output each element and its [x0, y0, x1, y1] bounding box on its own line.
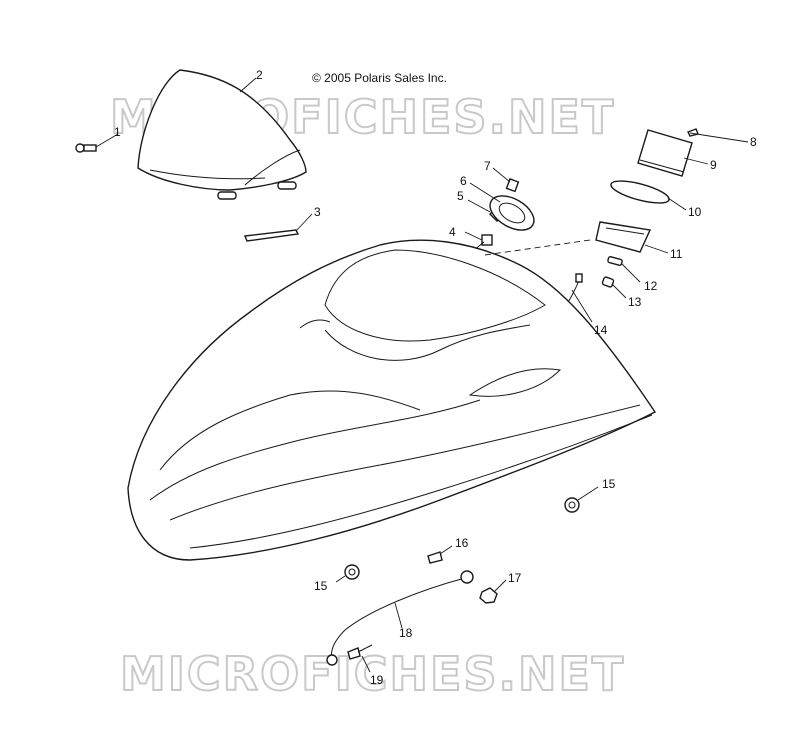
callout-3: 3 — [314, 205, 321, 219]
callout-10: 10 — [688, 205, 702, 219]
callout-4: 4 — [449, 225, 456, 239]
callout-8: 8 — [750, 135, 757, 149]
callout-2: 2 — [256, 68, 263, 82]
retainer-strip — [244, 229, 300, 242]
gauge-cover — [637, 129, 693, 177]
gauge-bezel — [595, 221, 652, 253]
leader-lines — [95, 77, 749, 673]
headlight-housing — [489, 195, 535, 231]
callout-13: 13 — [628, 295, 642, 309]
screw — [75, 143, 97, 153]
callout-7: 7 — [484, 159, 491, 173]
callout-14: 14 — [594, 323, 608, 337]
callout-12: 12 — [644, 279, 658, 293]
nut — [479, 587, 498, 604]
callout-19: 19 — [370, 673, 384, 687]
callout-11: 11 — [670, 247, 683, 261]
connector-13 — [601, 276, 615, 288]
tether-cable — [326, 570, 474, 666]
callout-6: 6 — [460, 174, 467, 188]
screw-19 — [347, 644, 373, 660]
grommet-right — [564, 497, 580, 513]
callout-18: 18 — [399, 626, 413, 640]
connector-12 — [607, 256, 623, 266]
push-rivet — [427, 551, 443, 564]
callout-9: 9 — [710, 158, 717, 172]
assembly-line — [484, 239, 591, 256]
windshield — [137, 69, 307, 200]
grommet-left — [344, 564, 360, 580]
callout-15-right: 15 — [602, 477, 616, 491]
callout-15-left: 15 — [314, 579, 328, 593]
hood — [127, 239, 657, 561]
callout-1: 1 — [114, 125, 121, 139]
callout-17: 17 — [508, 571, 522, 585]
callout-5: 5 — [457, 189, 464, 203]
small-screw — [687, 128, 699, 137]
callout-16: 16 — [455, 536, 469, 550]
gasket-ring — [610, 180, 670, 204]
copyright-text: © 2005 Polaris Sales Inc. — [312, 71, 447, 85]
watermark-bottom: MICROFICHES.NET — [120, 647, 625, 701]
